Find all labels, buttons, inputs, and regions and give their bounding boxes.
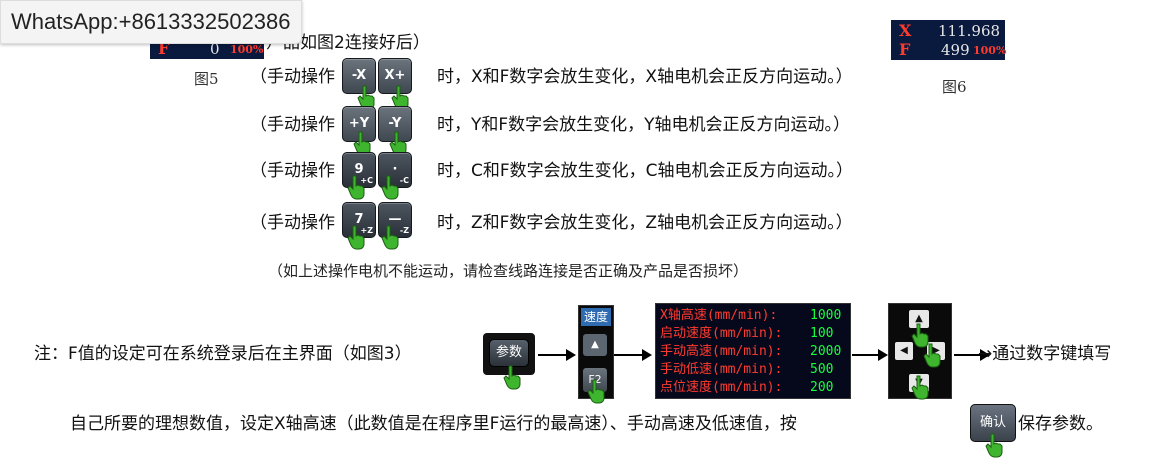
key-7-sub: +Z [360, 226, 373, 235]
row1-prefix: （手动操作 [250, 67, 335, 87]
hand-pointer-icon [347, 225, 365, 250]
hand-pointer-icon [923, 343, 941, 368]
lcd-right-x-value: 111.968 [938, 22, 1001, 40]
row3-prefix: （手动操作 [250, 161, 335, 181]
speed-label: 手动高速(mm/min): [660, 344, 783, 359]
key-7-plus-z[interactable]: 7 +Z [342, 202, 376, 238]
lcd-left-percent: 100% [230, 43, 264, 56]
key-dot-minus-c[interactable]: · -C [378, 152, 412, 188]
hand-pointer-icon [347, 175, 365, 200]
speed-settings-box: X轴高速(mm/min): 1000 启动速度(mm/min): 100 手动高… [655, 303, 851, 399]
minus-x-key[interactable]: -X [342, 58, 376, 94]
minus-y-key-label: -Y [388, 116, 402, 131]
row1-suffix: 时，X和F数字会放生变化，X轴电机会正反方向运动。） [437, 67, 853, 87]
flow-arrow-2 [614, 349, 652, 361]
lcd-right-x-label: X [899, 21, 912, 40]
speed-label: 启动速度(mm/min): [660, 326, 783, 341]
speed-label: 点位速度(mm/min): [660, 380, 783, 395]
speed-value[interactable]: 1000 [810, 308, 842, 323]
speed-row: 点位速度(mm/min): 200 [660, 379, 833, 397]
speed-value[interactable]: 100 [810, 326, 834, 341]
caption-fig5: 图5 [194, 70, 219, 88]
plus-x-key-label: X+ [384, 68, 406, 83]
key-dot-label: · [392, 162, 398, 177]
flow-arrow-3 [852, 349, 888, 361]
row4-prefix: （手动操作 [250, 213, 335, 233]
speed-row: 手动低速(mm/min): 500 [660, 361, 833, 379]
param-panel: 参数 [483, 333, 535, 375]
key-9-plus-c[interactable]: 9 +C [342, 152, 376, 188]
speed-label: 手动低速(mm/min): [660, 362, 783, 377]
row4-suffix: 时，Z和F数字会放生变化，Z轴电机会正反方向运动。） [437, 213, 853, 233]
speed-value[interactable]: 2000 [810, 344, 842, 359]
speed-value[interactable]: 200 [810, 380, 834, 395]
param-button[interactable]: 参数 [489, 339, 529, 367]
check-note: （如上述操作电机不能运动，请检查线路连接是否正确及产品是否损坏） [268, 262, 749, 280]
key-9-sub: +C [360, 176, 373, 185]
lcd-right-f-value: 499 [941, 41, 970, 59]
bottom-text: 自己所要的理想数值，设定X轴高速（此数值是在程序里F运行的最高速）、手动高速及低… [70, 414, 797, 434]
lcd-left-value: 0 [210, 40, 220, 58]
key-minus-minus-z[interactable]: — -Z [378, 202, 412, 238]
key-dot-sub: -C [399, 176, 409, 185]
speed-label: X轴高速(mm/min): [660, 308, 778, 323]
lcd-left-label: F [158, 39, 170, 58]
lcd-left: F 0 100% [150, 40, 264, 59]
lcd-right-percent: 100% [973, 44, 1007, 57]
header-fragment: ）品如图2连接好后） [266, 33, 430, 53]
plus-x-key[interactable]: X+ [378, 58, 412, 94]
lcd-right: X 111.968 F 499 100% [891, 20, 1007, 60]
nav-up-icon[interactable]: ▲ [909, 310, 929, 328]
hand-pointer-icon [911, 375, 929, 400]
plus-y-key-label: +Y [348, 116, 370, 131]
nav-left-icon[interactable]: ◀ [895, 342, 913, 360]
minus-x-key-label: -X [351, 68, 367, 83]
speed-tab[interactable]: 速度 [581, 308, 611, 326]
note-prefix: 注：F值的设定可在系统登录后在主界面（如图3） [34, 344, 412, 364]
lcd-right-f-label: F [899, 40, 911, 59]
hand-pointer-icon [985, 433, 1003, 458]
speed-row: X轴高速(mm/min): 1000 [660, 307, 841, 325]
hand-pointer-icon [911, 323, 929, 348]
key-minus-sub: -Z [399, 226, 409, 235]
key-7-label: 7 [354, 212, 364, 227]
speed-row: 手动高速(mm/min): 2000 [660, 343, 841, 361]
flow-arrow-1 [538, 349, 576, 361]
flow-arrow-4 [954, 349, 990, 361]
key-minus-label: — [388, 212, 402, 227]
watermark: WhatsApp:+8613332502386 [0, 0, 302, 44]
row2-prefix: （手动操作 [250, 115, 335, 135]
caption-fig6: 图6 [942, 78, 967, 96]
hand-pointer-icon [587, 379, 605, 404]
hand-pointer-icon [503, 365, 521, 390]
hand-pointer-icon [381, 175, 399, 200]
hand-pointer-icon [381, 225, 399, 250]
speed-value[interactable]: 500 [810, 362, 834, 377]
up-arrow-icon[interactable]: ▲ [583, 334, 607, 356]
speed-row: 启动速度(mm/min): 100 [660, 325, 833, 343]
row2-suffix: 时，Y和F数字会放生变化，Y轴电机会正反方向运动。） [437, 115, 851, 135]
bottom-suffix: 保存参数。 [1018, 414, 1103, 434]
fill-text: →通过数字键填写 [978, 344, 1112, 364]
row3-suffix: 时，C和F数字会放生变化，C轴电机会正反方向运动。） [437, 161, 854, 181]
key-9-label: 9 [354, 162, 364, 177]
